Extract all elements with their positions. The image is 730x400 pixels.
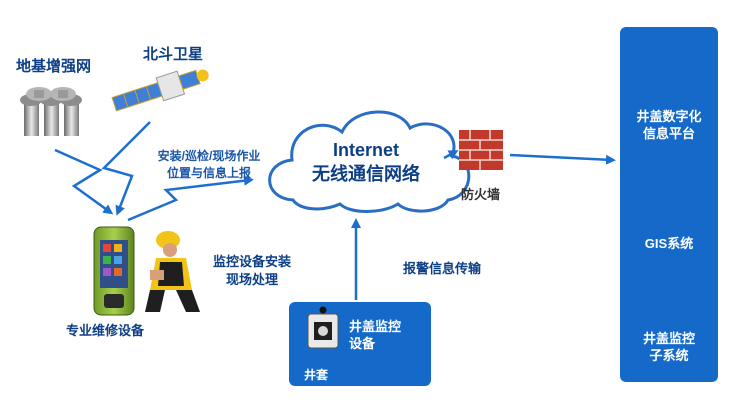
- upload-line-1: 安装/巡检/现场作业: [157, 149, 261, 163]
- monitor-install-line-2: 现场处理: [225, 272, 278, 287]
- platform-line-1: 井盖数字化: [636, 109, 702, 124]
- device-label: 专业维修设备: [66, 323, 145, 338]
- ground-station-icon: [20, 87, 82, 136]
- monitor-install-label: 监控设备安装 现场处理: [197, 253, 307, 289]
- firewall-to-platform-arrow: [509, 153, 616, 165]
- platform-line-2: 信息平台: [642, 126, 695, 141]
- backend-panel: [620, 27, 718, 382]
- platform-label: 井盖数字化 信息平台: [620, 108, 718, 142]
- subsystem-line-2: 子系统: [649, 348, 689, 363]
- handheld-device-icon: [93, 226, 135, 316]
- ground-augmentation-label: 地基增强网: [16, 58, 92, 75]
- upload-edge-label: 安装/巡检/现场作业 位置与信息上报: [144, 148, 274, 182]
- upload-line-2: 位置与信息上报: [166, 166, 251, 180]
- satellite-to-device-arrow: [101, 121, 151, 216]
- well-monitor-line-1: 井盖监控: [349, 319, 402, 334]
- cloud-label: Internet 无线通信网络: [290, 138, 442, 186]
- beidou-satellite-label: 北斗卫星: [143, 46, 204, 63]
- well-sleeve-label: 井套: [304, 368, 329, 382]
- firewall-icon: [459, 130, 503, 170]
- monitor-install-line-1: 监控设备安装: [212, 254, 291, 269]
- firewall-label: 防火墙: [461, 187, 501, 202]
- cloud-label-line-2: 无线通信网络: [312, 164, 420, 184]
- well-monitor-label: 井盖监控 设备: [349, 318, 401, 352]
- cloud-to-firewall-arrow: [443, 150, 459, 160]
- ground-to-device-arrow: [54, 148, 114, 215]
- well-monitor-line-2: 设备: [349, 336, 376, 351]
- satellite-icon: [111, 69, 209, 112]
- gis-label: GIS系统: [644, 236, 694, 251]
- subsystem-line-1: 井盖监控: [642, 331, 695, 346]
- alarm-edge-label: 报警信息传输: [403, 261, 482, 276]
- worker-icon: [145, 231, 200, 312]
- device-to-cloud-arrow: [127, 175, 254, 222]
- subsystem-label: 井盖监控 子系统: [620, 330, 718, 364]
- cloud-label-line-1: Internet: [332, 140, 399, 160]
- well-monitor-icon: [307, 306, 339, 349]
- internet-cloud: [268, 110, 471, 213]
